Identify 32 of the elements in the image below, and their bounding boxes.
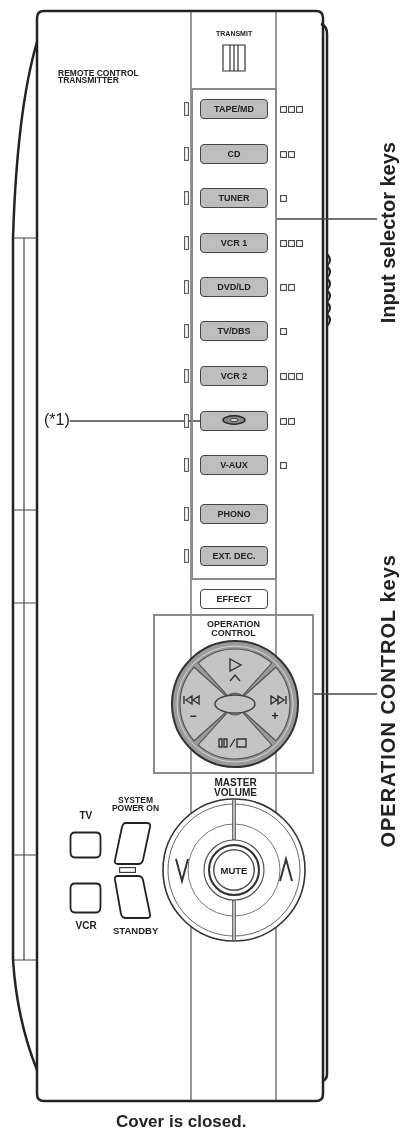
callout-label: OPERATION CONTROL keys [377, 554, 399, 848]
device-label: REMOTE CONTROL TRANSMITTER [58, 70, 140, 85]
callout-label: Input selector keys [377, 141, 399, 323]
selector-key: TUNER [200, 188, 268, 208]
frame-heading: OPERATION CONTROL [206, 620, 261, 638]
key-group-frame [191, 88, 277, 580]
selector-key [200, 411, 268, 431]
key-label: TV [79, 811, 93, 821]
leader-line [313, 693, 378, 695]
selector-key: TAPE/MD [200, 99, 268, 119]
dial-heading: MASTER VOLUME [213, 778, 258, 797]
key-label: SYSTEM POWER ON [111, 796, 160, 813]
leader-line [276, 218, 378, 220]
selector-key: VCR 2 [200, 366, 268, 386]
selector-key: CD [200, 144, 268, 164]
callout-label: (*1) [44, 411, 70, 429]
selector-key: V-AUX [200, 455, 268, 475]
plus-sign: + [271, 710, 279, 722]
volume-dial [161, 776, 308, 944]
control-frame [153, 614, 314, 774]
leader-line [69, 420, 201, 422]
selector-key: TV/DBS [200, 321, 268, 341]
selector-key: DVD/LD [200, 277, 268, 297]
key-label: STANDBY [113, 926, 159, 935]
effect-key: EFFECT [200, 589, 268, 609]
selector-key: PHONO [200, 504, 268, 524]
selector-key: EXT. DEC. [200, 546, 268, 566]
caption: Cover is closed. [116, 1112, 247, 1132]
power-on-key [110, 796, 161, 867]
selector-key: VCR 1 [200, 233, 268, 253]
key-label: VCR [75, 921, 97, 931]
minus-sign: − [189, 710, 197, 722]
